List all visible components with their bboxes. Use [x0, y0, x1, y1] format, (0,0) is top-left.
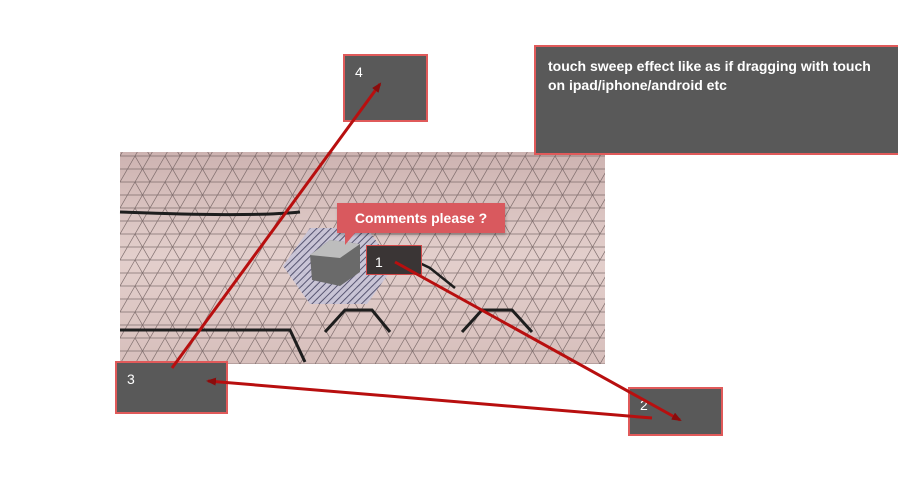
- marker-label-1: 1: [375, 254, 383, 270]
- marker-label-2: 2: [640, 397, 648, 413]
- note-box: touch sweep effect like as if dragging w…: [534, 45, 898, 155]
- marker-box-4: 4: [343, 54, 428, 122]
- comments-bubble-text: Comments please ?: [354, 210, 488, 226]
- marker-box-2: 2: [628, 387, 723, 436]
- bubble-tail: [345, 233, 355, 245]
- marker-label-4: 4: [355, 64, 363, 80]
- marker-label-3: 3: [127, 371, 135, 387]
- marker-box-3: 3: [115, 361, 228, 414]
- note-text: touch sweep effect like as if dragging w…: [548, 58, 871, 93]
- comments-bubble: Comments please ?: [337, 203, 505, 233]
- marker-box-1: 1: [366, 245, 422, 275]
